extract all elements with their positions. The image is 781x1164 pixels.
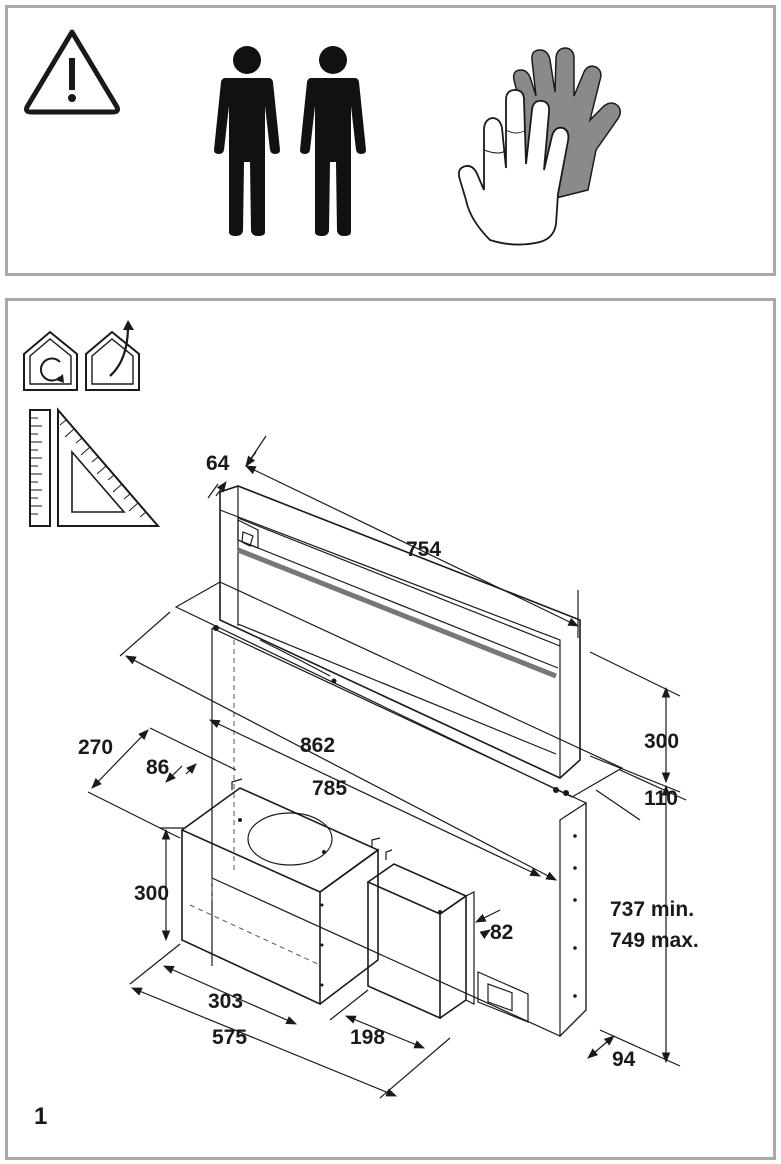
dim-737-min: 737 min. — [610, 898, 694, 921]
set-square-icon — [57, 407, 161, 527]
extraction-mode-icon — [85, 320, 140, 391]
dim-110: 110 — [644, 787, 678, 810]
dim-300-height: 300 — [644, 730, 679, 753]
dimension-lines — [87, 435, 687, 1099]
dim-198: 198 — [350, 1026, 385, 1049]
dim-575: 575 — [212, 1026, 247, 1049]
figure-number: 1 — [34, 1103, 47, 1130]
dim-94: 94 — [612, 1048, 636, 1071]
warning-icon — [24, 29, 120, 115]
dim-82: 82 — [490, 921, 513, 944]
dim-64: 64 — [206, 452, 230, 475]
installation-panel — [5, 298, 776, 1160]
dim-86: 86 — [146, 756, 169, 779]
dim-749-max: 749 max. — [610, 929, 699, 952]
dim-785: 785 — [312, 777, 347, 800]
dim-270: 270 — [78, 736, 113, 759]
dim-862: 862 — [300, 734, 335, 757]
dim-303: 303 — [208, 990, 243, 1013]
two-persons-icon — [214, 46, 366, 236]
dimension-labels: 64 754 300 862 270 86 785 110 300 82 737… — [34, 452, 699, 1130]
protective-gloves-icon — [457, 47, 621, 246]
dim-300-box: 300 — [134, 882, 169, 905]
recirculation-mode-icon — [23, 330, 78, 391]
ruler-icon — [29, 409, 51, 527]
dim-754: 754 — [406, 538, 441, 561]
safety-panel — [5, 5, 776, 276]
